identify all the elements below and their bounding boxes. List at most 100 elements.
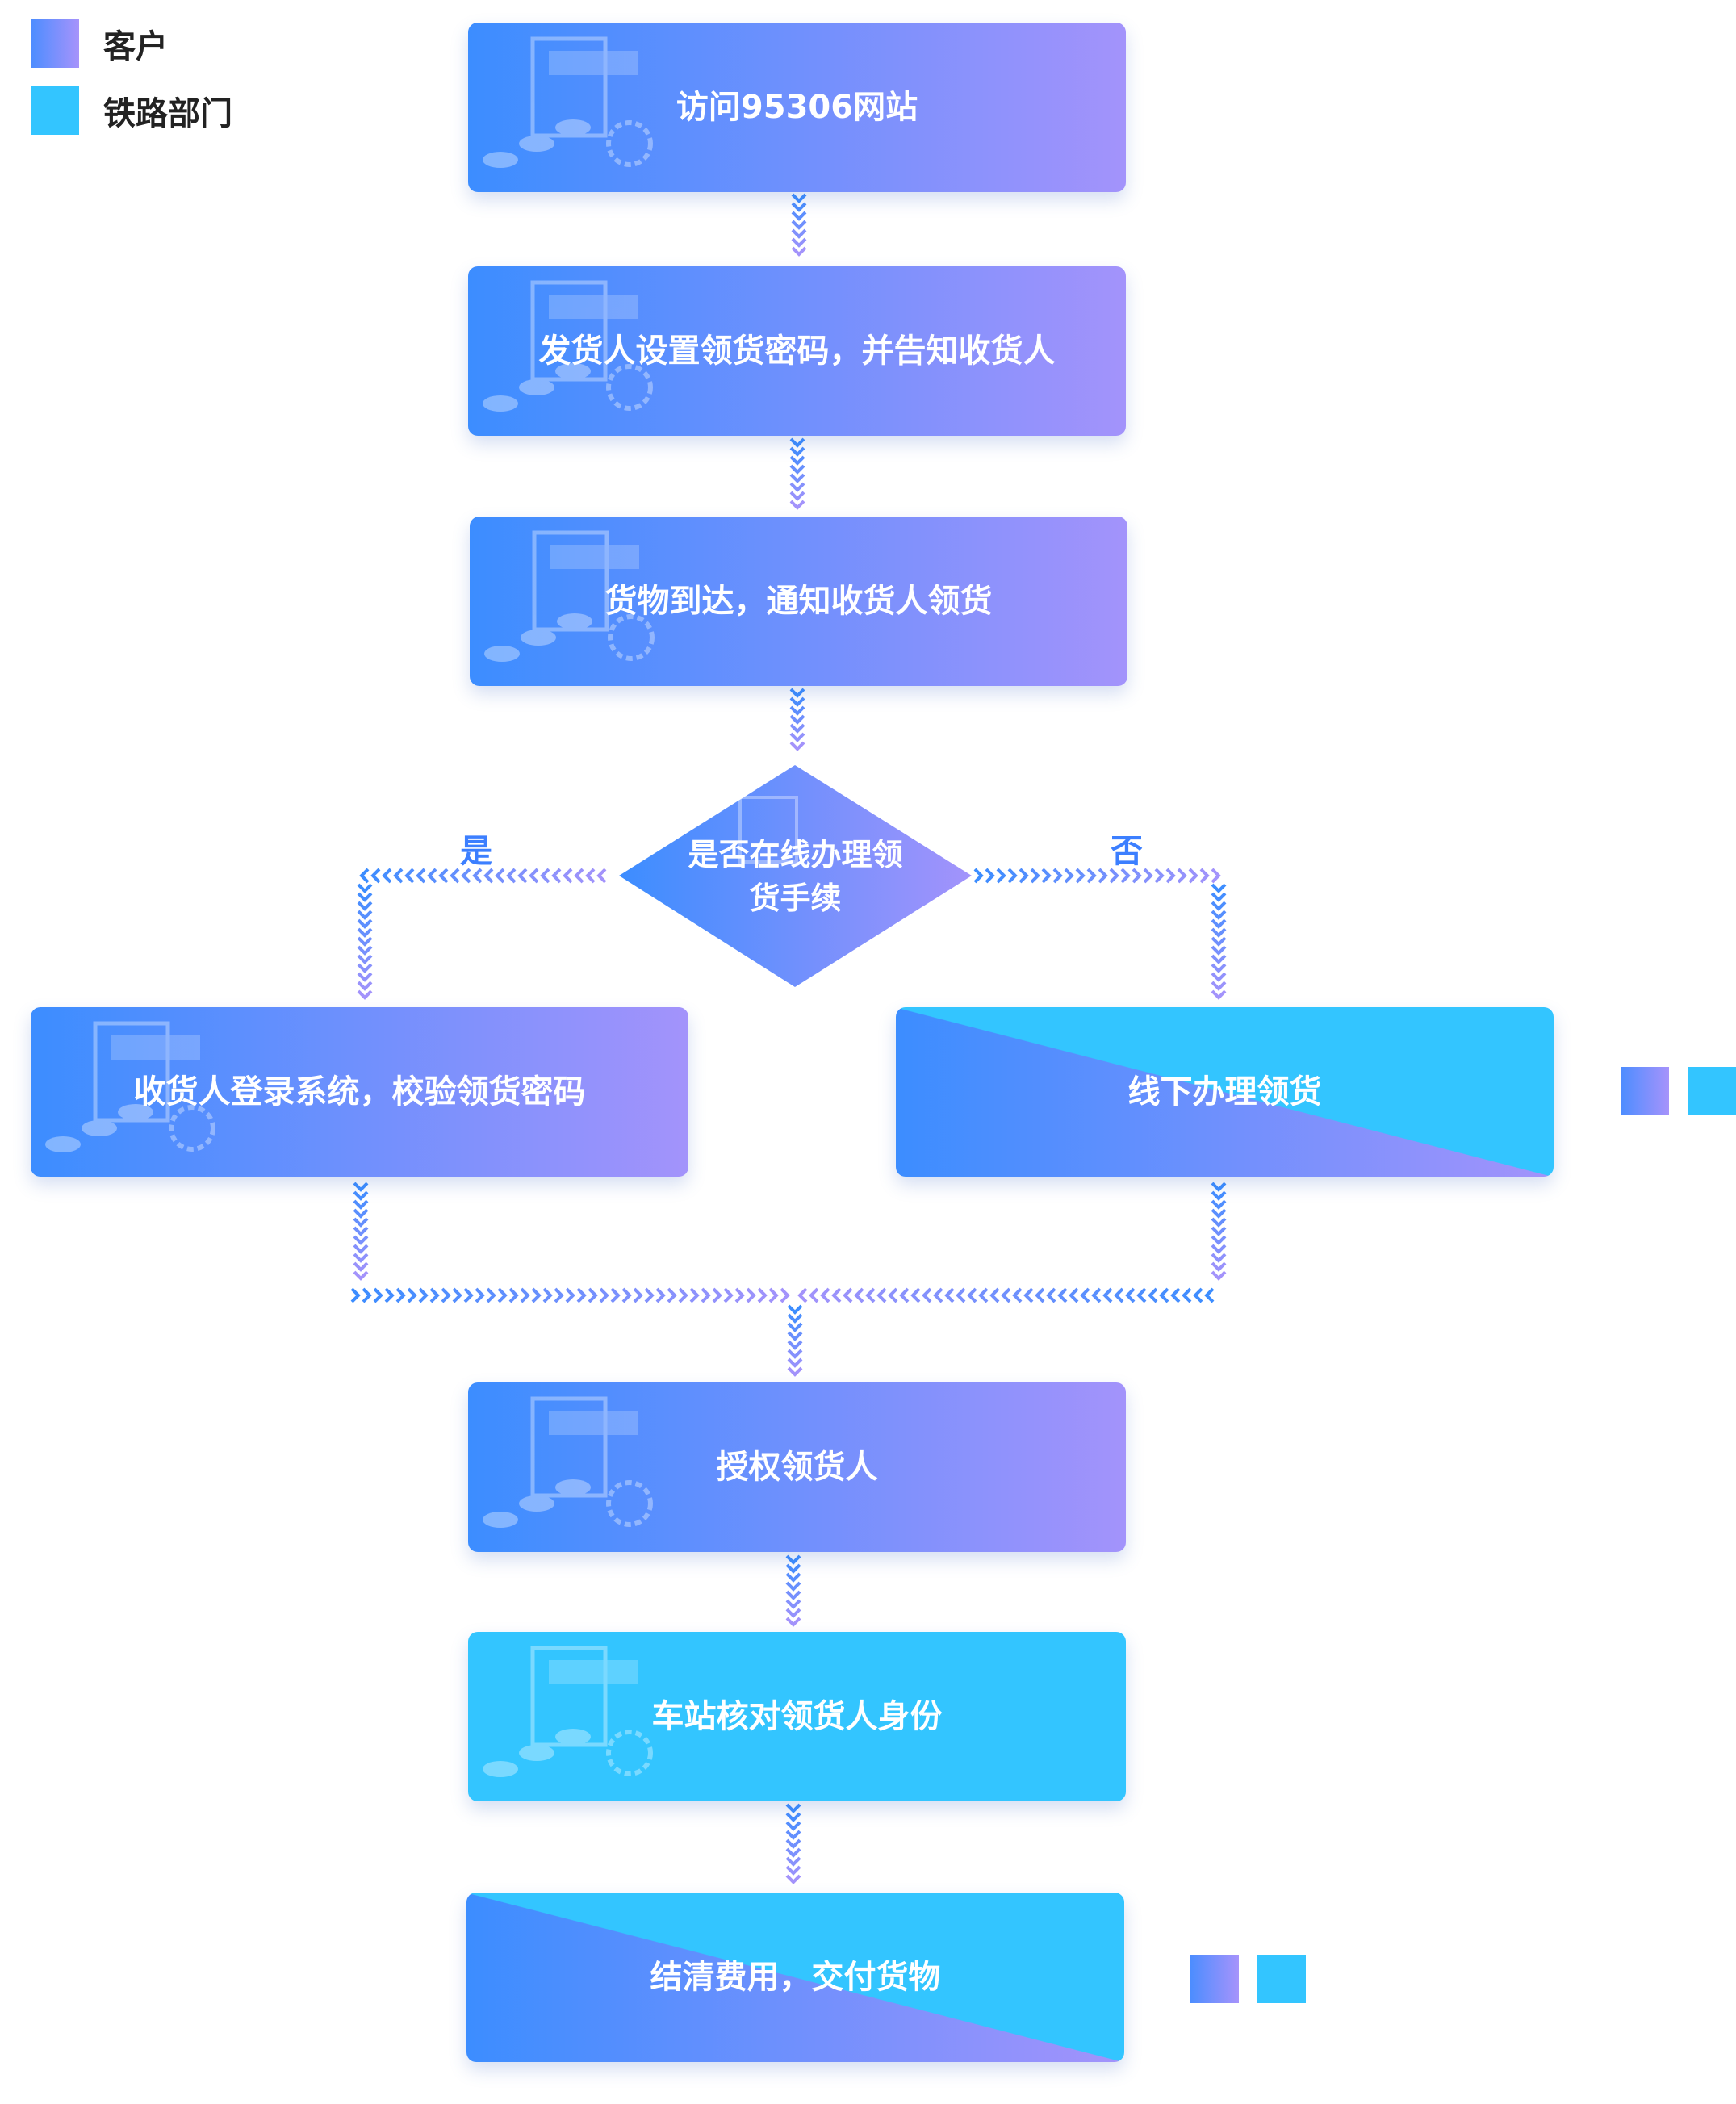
connector-chevron: [353, 1253, 369, 1263]
connector-chevron: [353, 1244, 369, 1254]
connector-chevron: [644, 1287, 655, 1303]
step-station-verify: 车站核对领货人身份: [468, 1632, 1126, 1801]
connector-chevron: [1080, 1287, 1090, 1303]
connector-chevron: [712, 1287, 722, 1303]
connector-chevron: [787, 1340, 803, 1350]
connector-chevron: [791, 237, 807, 248]
connector-chevron: [789, 688, 805, 698]
connector-chevron: [1211, 868, 1221, 884]
step-online-label: 收货人登录系统，校验领货密码: [133, 1073, 586, 1111]
step-online-verify: 收货人登录系统，校验领货密码: [31, 1007, 688, 1177]
legend-label-railway: 铁路部门: [103, 95, 232, 132]
connector-chevron: [888, 1287, 898, 1303]
connector-chevron: [689, 1287, 700, 1303]
connector-chevron: [438, 868, 449, 884]
step-authorize-label: 授权领货人: [716, 1449, 878, 1486]
connector-chevron: [967, 1287, 977, 1303]
conveyor-illustration: [483, 280, 653, 412]
connector-chevron: [1125, 1287, 1136, 1303]
connector-chevron: [353, 1217, 369, 1228]
connector-chevron: [554, 1287, 564, 1303]
connector-chevron: [1023, 1287, 1034, 1303]
connector-chevron: [418, 1287, 429, 1303]
connector-chevron: [350, 1287, 361, 1303]
connector-chevron: [1204, 1287, 1215, 1303]
connector-chevron: [610, 1287, 621, 1303]
connector-chevron: [785, 1874, 801, 1884]
step-authorize: 授权领货人: [468, 1382, 1126, 1552]
connector-chevron: [1114, 1287, 1124, 1303]
connector-chevron: [791, 211, 807, 221]
connector-chevron: [1041, 868, 1052, 884]
connector-chevron: [985, 868, 995, 884]
connector-chevron: [820, 1287, 830, 1303]
connector-chevron: [1188, 868, 1198, 884]
connector-chevron: [787, 1313, 803, 1324]
connector-chevron: [495, 868, 505, 884]
step-settle-label: 结清费用，交付货物: [650, 1959, 941, 1996]
connector-chevron: [382, 868, 392, 884]
connector-chevron: [944, 1287, 955, 1303]
connector-chevron: [831, 1287, 842, 1303]
connector-chevron: [789, 741, 805, 751]
connector-chevron: [508, 1287, 519, 1303]
connector-chevron: [787, 1304, 803, 1315]
connector-chevron: [1211, 954, 1227, 964]
connector-chevron: [1211, 1261, 1227, 1272]
connector-chevron: [506, 868, 517, 884]
connector-chevron: [441, 1287, 451, 1303]
offline-railway-marker: [1688, 1067, 1736, 1115]
connector-chevron: [785, 1803, 801, 1813]
connector-chevron: [585, 868, 596, 884]
connector-chevron: [588, 1287, 598, 1303]
connector-chevron: [357, 945, 373, 956]
connector-chevron: [723, 1287, 734, 1303]
conveyor-illustration: [45, 1021, 215, 1152]
legend-label-customer: 客户: [103, 28, 168, 65]
connector-chevron: [1154, 868, 1165, 884]
decision-diamond: 是否在线办理领货手续: [619, 765, 972, 987]
connector-chevron: [655, 1287, 666, 1303]
connector-chevron: [1211, 963, 1227, 973]
connector-chevron: [1143, 868, 1153, 884]
step-arrival-notice: 货物到达，通知收货人领货: [470, 517, 1127, 686]
connector-chevron: [357, 972, 373, 982]
connector-chevron: [1035, 1287, 1045, 1303]
step-visit-website: 访问95306网站: [468, 23, 1126, 192]
connector-chevron: [787, 1357, 803, 1368]
connector-chevron: [1120, 868, 1131, 884]
connector-chevron: [359, 868, 370, 884]
step-settle-deliver: 结清费用，交付货物: [466, 1893, 1124, 2062]
connector-chevron: [785, 1865, 801, 1876]
connector-chevron: [1211, 927, 1227, 938]
connector-chevron: [996, 868, 1006, 884]
connector-chevron: [353, 1226, 369, 1236]
connector-chevron: [1211, 1270, 1227, 1281]
step-arrival-label: 货物到达，通知收货人领货: [604, 583, 993, 620]
connector-chevron: [787, 1349, 803, 1359]
connector-chevron: [463, 1287, 474, 1303]
connector-chevron: [789, 473, 805, 483]
connector-chevron: [1091, 1287, 1102, 1303]
connector-chevron: [789, 500, 805, 510]
connector-chevron: [1211, 1208, 1227, 1219]
connector-chevron: [933, 1287, 943, 1303]
connector-chevron: [678, 1287, 688, 1303]
connector-chevron: [989, 1287, 1000, 1303]
connector-chevron: [780, 1287, 790, 1303]
connector-chevron: [789, 455, 805, 466]
connector-chevron: [791, 193, 807, 203]
connector-chevron: [978, 1287, 989, 1303]
connector-chevron: [450, 868, 460, 884]
connector-chevron: [407, 1287, 417, 1303]
connector-chevron: [353, 1261, 369, 1272]
step-set-password-label: 发货人设置领货密码，并告知收货人: [538, 333, 1056, 370]
connector-chevron: [787, 1322, 803, 1332]
legend: 客户 铁路部门: [31, 19, 232, 153]
connector-chevron: [1069, 1287, 1079, 1303]
connector-chevron: [1012, 1287, 1023, 1303]
connector-chevron: [1052, 868, 1063, 884]
connector-chevron: [746, 1287, 756, 1303]
offline-customer-marker: [1621, 1067, 1669, 1115]
connector-chevron: [768, 1287, 779, 1303]
